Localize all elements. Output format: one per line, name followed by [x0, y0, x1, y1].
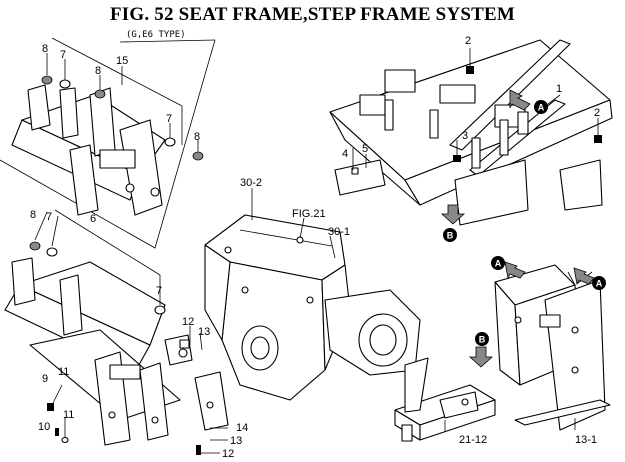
arrow-to-a-left — [504, 261, 526, 280]
callout-11-b: 11 — [63, 409, 74, 421]
svg-text:A: A — [596, 279, 603, 289]
transmission-case — [204, 214, 421, 401]
leaders-lower-left — [34, 209, 161, 440]
step-frame-lower-left — [4, 257, 229, 446]
callout-7-c: 7 — [46, 211, 52, 223]
arrow-to-a-upper — [509, 89, 531, 111]
callout-13-1: 13-1 — [575, 434, 597, 446]
leaders-upper-right — [352, 48, 599, 170]
marker-b-upper: B — [443, 228, 457, 242]
callout-13-a: 13 — [198, 326, 210, 338]
callout-7-a: 7 — [60, 49, 66, 61]
callout-12-b: 12 — [222, 448, 234, 460]
callout-5: 5 — [362, 143, 368, 155]
callout-21-12: 21-12 — [459, 434, 487, 446]
marker-a-upper: A — [534, 100, 548, 114]
callout-6: 6 — [90, 213, 96, 225]
callout-30-1: 30-1 — [328, 226, 350, 238]
svg-text:A: A — [538, 103, 545, 113]
callout-10: 10 — [38, 421, 50, 433]
svg-text:A: A — [495, 259, 502, 269]
seat-frame-upper-left — [11, 84, 166, 216]
callout-8-c: 8 — [194, 131, 200, 143]
callout-9: 9 — [42, 373, 48, 385]
bolts-upper-right — [453, 66, 602, 162]
washers-lower-left — [29, 241, 201, 455]
callout-30-2: 30-2 — [240, 177, 262, 189]
callout-8-b: 8 — [95, 65, 101, 77]
bracket-21-12 — [394, 357, 496, 442]
arrow-to-b-upper — [440, 204, 466, 225]
svg-text:B: B — [447, 231, 454, 241]
step-assembly-lower-right — [494, 264, 611, 431]
callout-8-a: 8 — [42, 43, 48, 55]
callout-3: 3 — [462, 130, 468, 142]
leaders-upper-left — [46, 37, 199, 152]
step-plate-upper-right — [334, 159, 386, 196]
inset-boundary — [0, 39, 216, 249]
callout-4: 4 — [342, 148, 348, 160]
callout-8-d: 8 — [30, 209, 36, 221]
marker-a-mid: A — [491, 256, 505, 270]
svg-text:B: B — [479, 335, 486, 345]
callout-15: 15 — [116, 55, 128, 67]
callout-11-a: 11 — [58, 366, 69, 378]
marker-a-right: A — [592, 276, 606, 290]
callout-1: 1 — [556, 83, 562, 95]
callout-7-d: 7 — [156, 285, 162, 297]
callout-13-b: 13 — [230, 435, 242, 447]
washers-upper-left — [41, 75, 204, 161]
leaders-center — [189, 188, 336, 454]
figure-subtitle: (G,E6 TYPE) — [126, 30, 186, 40]
callout-fig21: FIG.21 — [292, 208, 326, 220]
callout-7-b: 7 — [166, 113, 172, 125]
callout-12-a: 12 — [182, 316, 194, 328]
marker-b-lower: B — [475, 332, 489, 346]
arrow-to-b-lower — [468, 346, 494, 368]
callout-2-b: 2 — [594, 107, 600, 119]
figure-title: FIG. 52 SEAT FRAME,STEP FRAME SYSTEM — [109, 4, 516, 25]
callout-14: 14 — [236, 422, 248, 434]
callout-labels: 8 7 8 15 7 8 8 7 6 7 12 13 9 11 10 11 12… — [30, 35, 600, 460]
callout-2-a: 2 — [465, 35, 471, 47]
arrow-to-a-right — [573, 267, 595, 286]
